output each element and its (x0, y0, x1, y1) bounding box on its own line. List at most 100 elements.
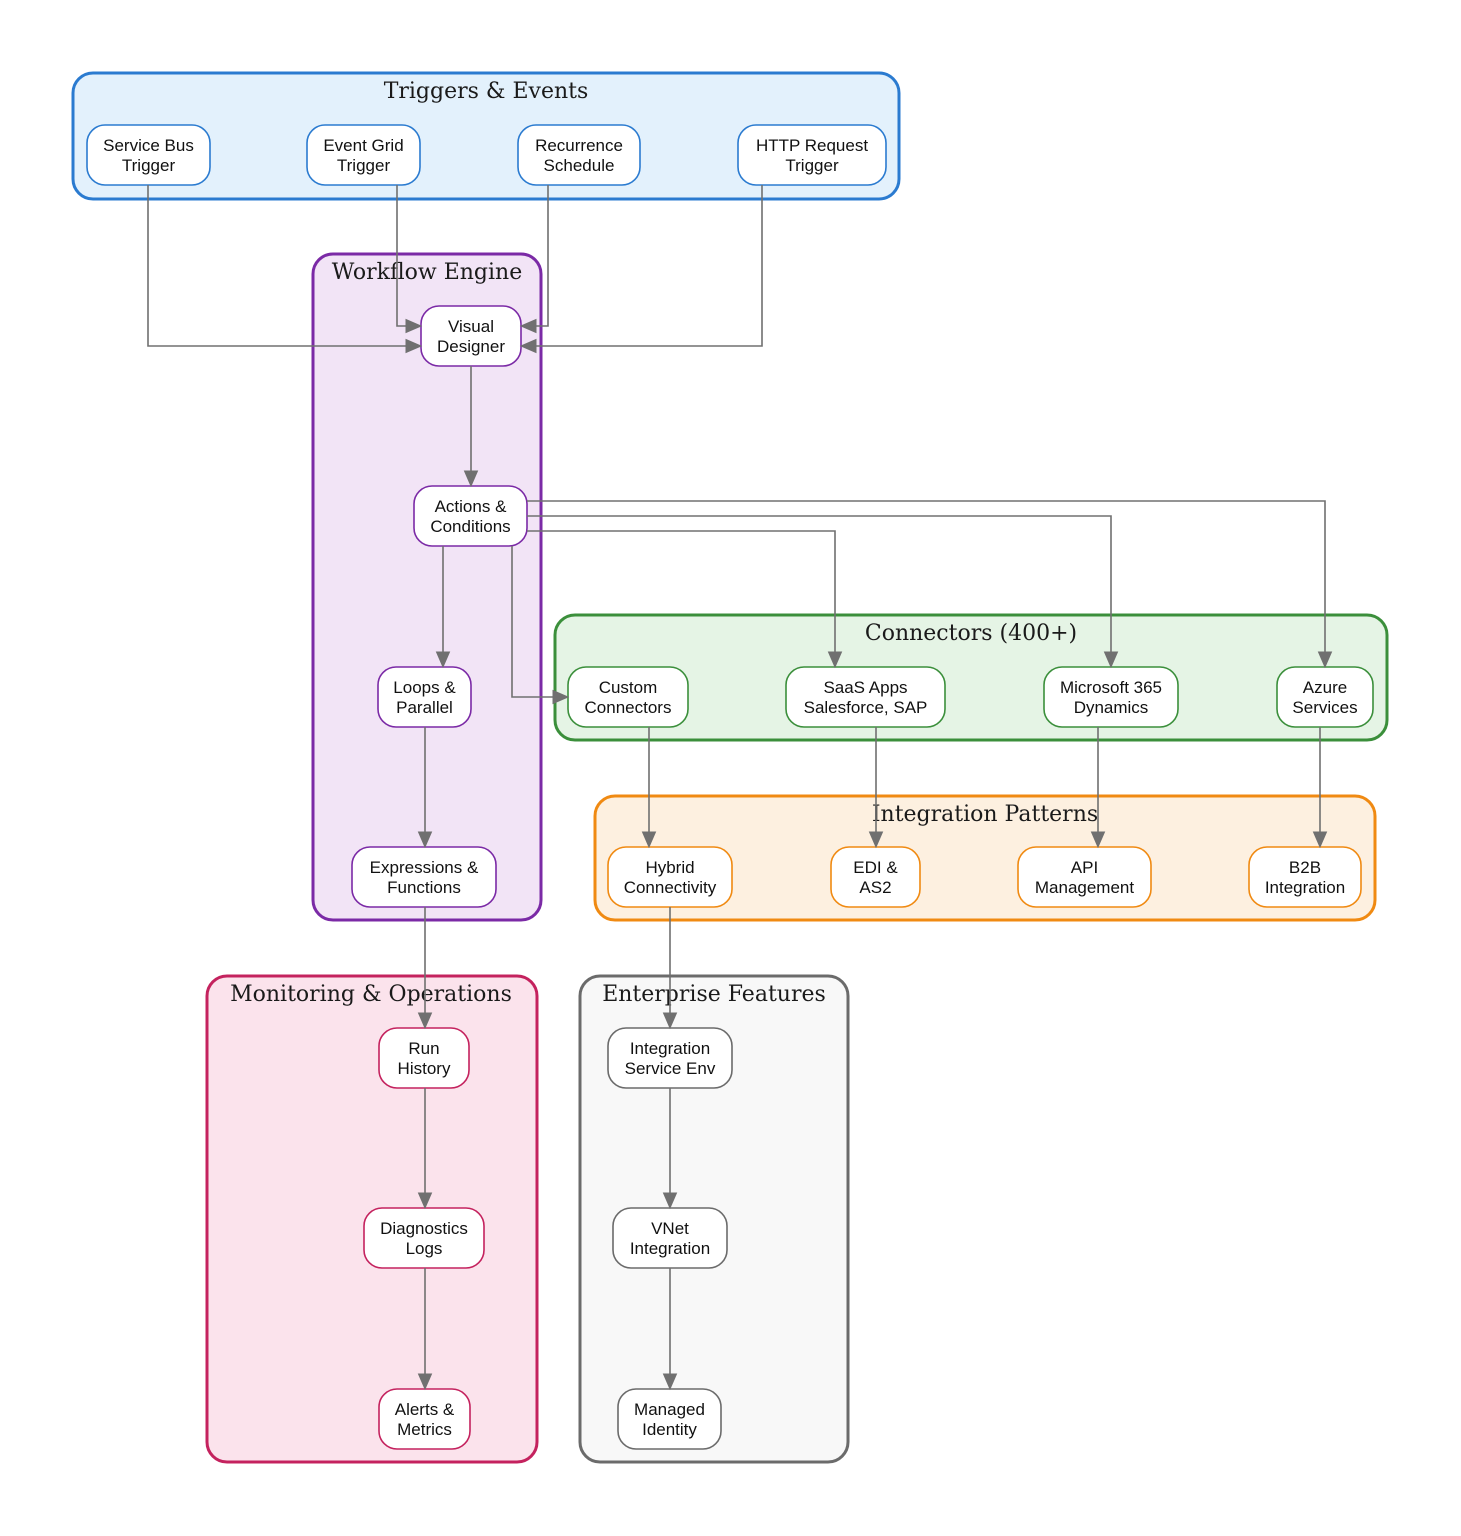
cluster-connectors: Connectors (400+) (553, 613, 1389, 742)
edge-line (147, 185, 406, 347)
node-box (607, 1027, 733, 1089)
node-label-line: Management (1035, 878, 1135, 897)
node-box (517, 124, 641, 186)
node-label-line: Identity (642, 1420, 697, 1439)
arrowhead (405, 338, 423, 354)
cluster-title: Triggers & Events (384, 79, 589, 104)
cluster-title: Workflow Engine (332, 260, 523, 285)
node-label-line: Expressions & (370, 858, 479, 877)
arrowhead (1312, 831, 1328, 849)
node-loops-parallel: Loops &Parallel (377, 666, 472, 728)
node-label-line: Loops & (393, 678, 456, 697)
edge-line (527, 530, 836, 652)
arrowhead (1090, 831, 1106, 849)
node-label-line: B2B (1289, 858, 1321, 877)
node-box (378, 1027, 470, 1089)
node-label-line: Visual (448, 317, 494, 336)
node-label-line: Services (1292, 698, 1357, 717)
arrowhead (435, 651, 451, 669)
edge-recurrence-to-visual-designer (519, 185, 549, 334)
node-box (306, 124, 421, 186)
node-label-line: Trigger (785, 156, 839, 175)
node-label-line: Schedule (544, 156, 615, 175)
edge-integration-service-env-to-vnet-integration (662, 1088, 678, 1210)
edge-vnet-integration-to-managed-identity (662, 1268, 678, 1391)
node-label-line: Functions (387, 878, 461, 897)
edge-service-bus-to-visual-designer (147, 185, 423, 354)
arrowhead (552, 689, 570, 705)
node-label-line: Custom (599, 678, 658, 697)
cluster-frame (311, 252, 543, 922)
node-label-line: Salesforce, SAP (804, 698, 928, 717)
edge-actions-conditions-to-saas-apps (527, 530, 843, 669)
node-alerts-metrics: Alerts &Metrics (378, 1388, 471, 1450)
node-label-line: VNet (651, 1219, 689, 1238)
edge-actions-conditions-to-microsoft-365 (527, 515, 1119, 669)
node-box (1043, 666, 1179, 728)
node-box (830, 846, 921, 908)
arrowhead (662, 1192, 678, 1210)
edge-http-request-to-visual-designer (519, 185, 763, 354)
edge-azure-services-to-b2b-integration (1312, 727, 1328, 849)
arrowhead (662, 1373, 678, 1391)
arrowhead (662, 1012, 678, 1030)
node-label-line: History (398, 1059, 451, 1078)
arrowhead (1317, 651, 1333, 669)
node-box (86, 124, 211, 186)
node-box (377, 666, 472, 728)
node-box (413, 485, 528, 547)
node-label-line: Parallel (396, 698, 453, 717)
node-box (567, 666, 689, 728)
cluster-frame (553, 613, 1389, 742)
cluster-frame (71, 71, 901, 201)
cluster-title: Enterprise Features (602, 982, 826, 1007)
edges-layer (147, 185, 1333, 1391)
node-expressions-functions: Expressions &Functions (351, 846, 497, 908)
node-label-line: Conditions (430, 517, 510, 536)
arrowhead (417, 831, 433, 849)
edge-line (527, 500, 1326, 652)
edge-custom-connectors-to-hybrid-connectivity (641, 727, 657, 849)
node-label-line: Trigger (122, 156, 176, 175)
node-box (363, 1207, 485, 1269)
arrowhead (641, 831, 657, 849)
cluster-workflow: Workflow Engine (311, 252, 543, 922)
edge-visual-designer-to-actions-conditions (463, 366, 479, 488)
arrowhead (519, 318, 537, 334)
node-box (1017, 846, 1152, 908)
edge-saas-apps-to-edi-as2 (868, 727, 884, 849)
node-label-line: Logs (406, 1239, 443, 1258)
cluster-integration: Integration Patterns (593, 794, 1377, 922)
node-label-line: Recurrence (535, 136, 623, 155)
node-box (1276, 666, 1374, 728)
node-box (785, 666, 946, 728)
node-label-line: Integration (1265, 878, 1345, 897)
node-box (420, 305, 522, 367)
arrowhead (1103, 651, 1119, 669)
edge-actions-conditions-to-azure-services (527, 500, 1333, 669)
edge-event-grid-to-visual-designer (396, 185, 423, 334)
node-label-line: Connectivity (624, 878, 717, 897)
arrowhead (417, 1373, 433, 1391)
arrowhead (868, 831, 884, 849)
arrowhead (417, 1192, 433, 1210)
node-label-line: Managed (634, 1400, 705, 1419)
node-label-line: Run (408, 1039, 439, 1058)
node-label-line: Microsoft 365 (1060, 678, 1162, 697)
node-label-line: Connectors (585, 698, 672, 717)
node-label-line: Integration (630, 1039, 710, 1058)
node-label-line: Event Grid (323, 136, 403, 155)
